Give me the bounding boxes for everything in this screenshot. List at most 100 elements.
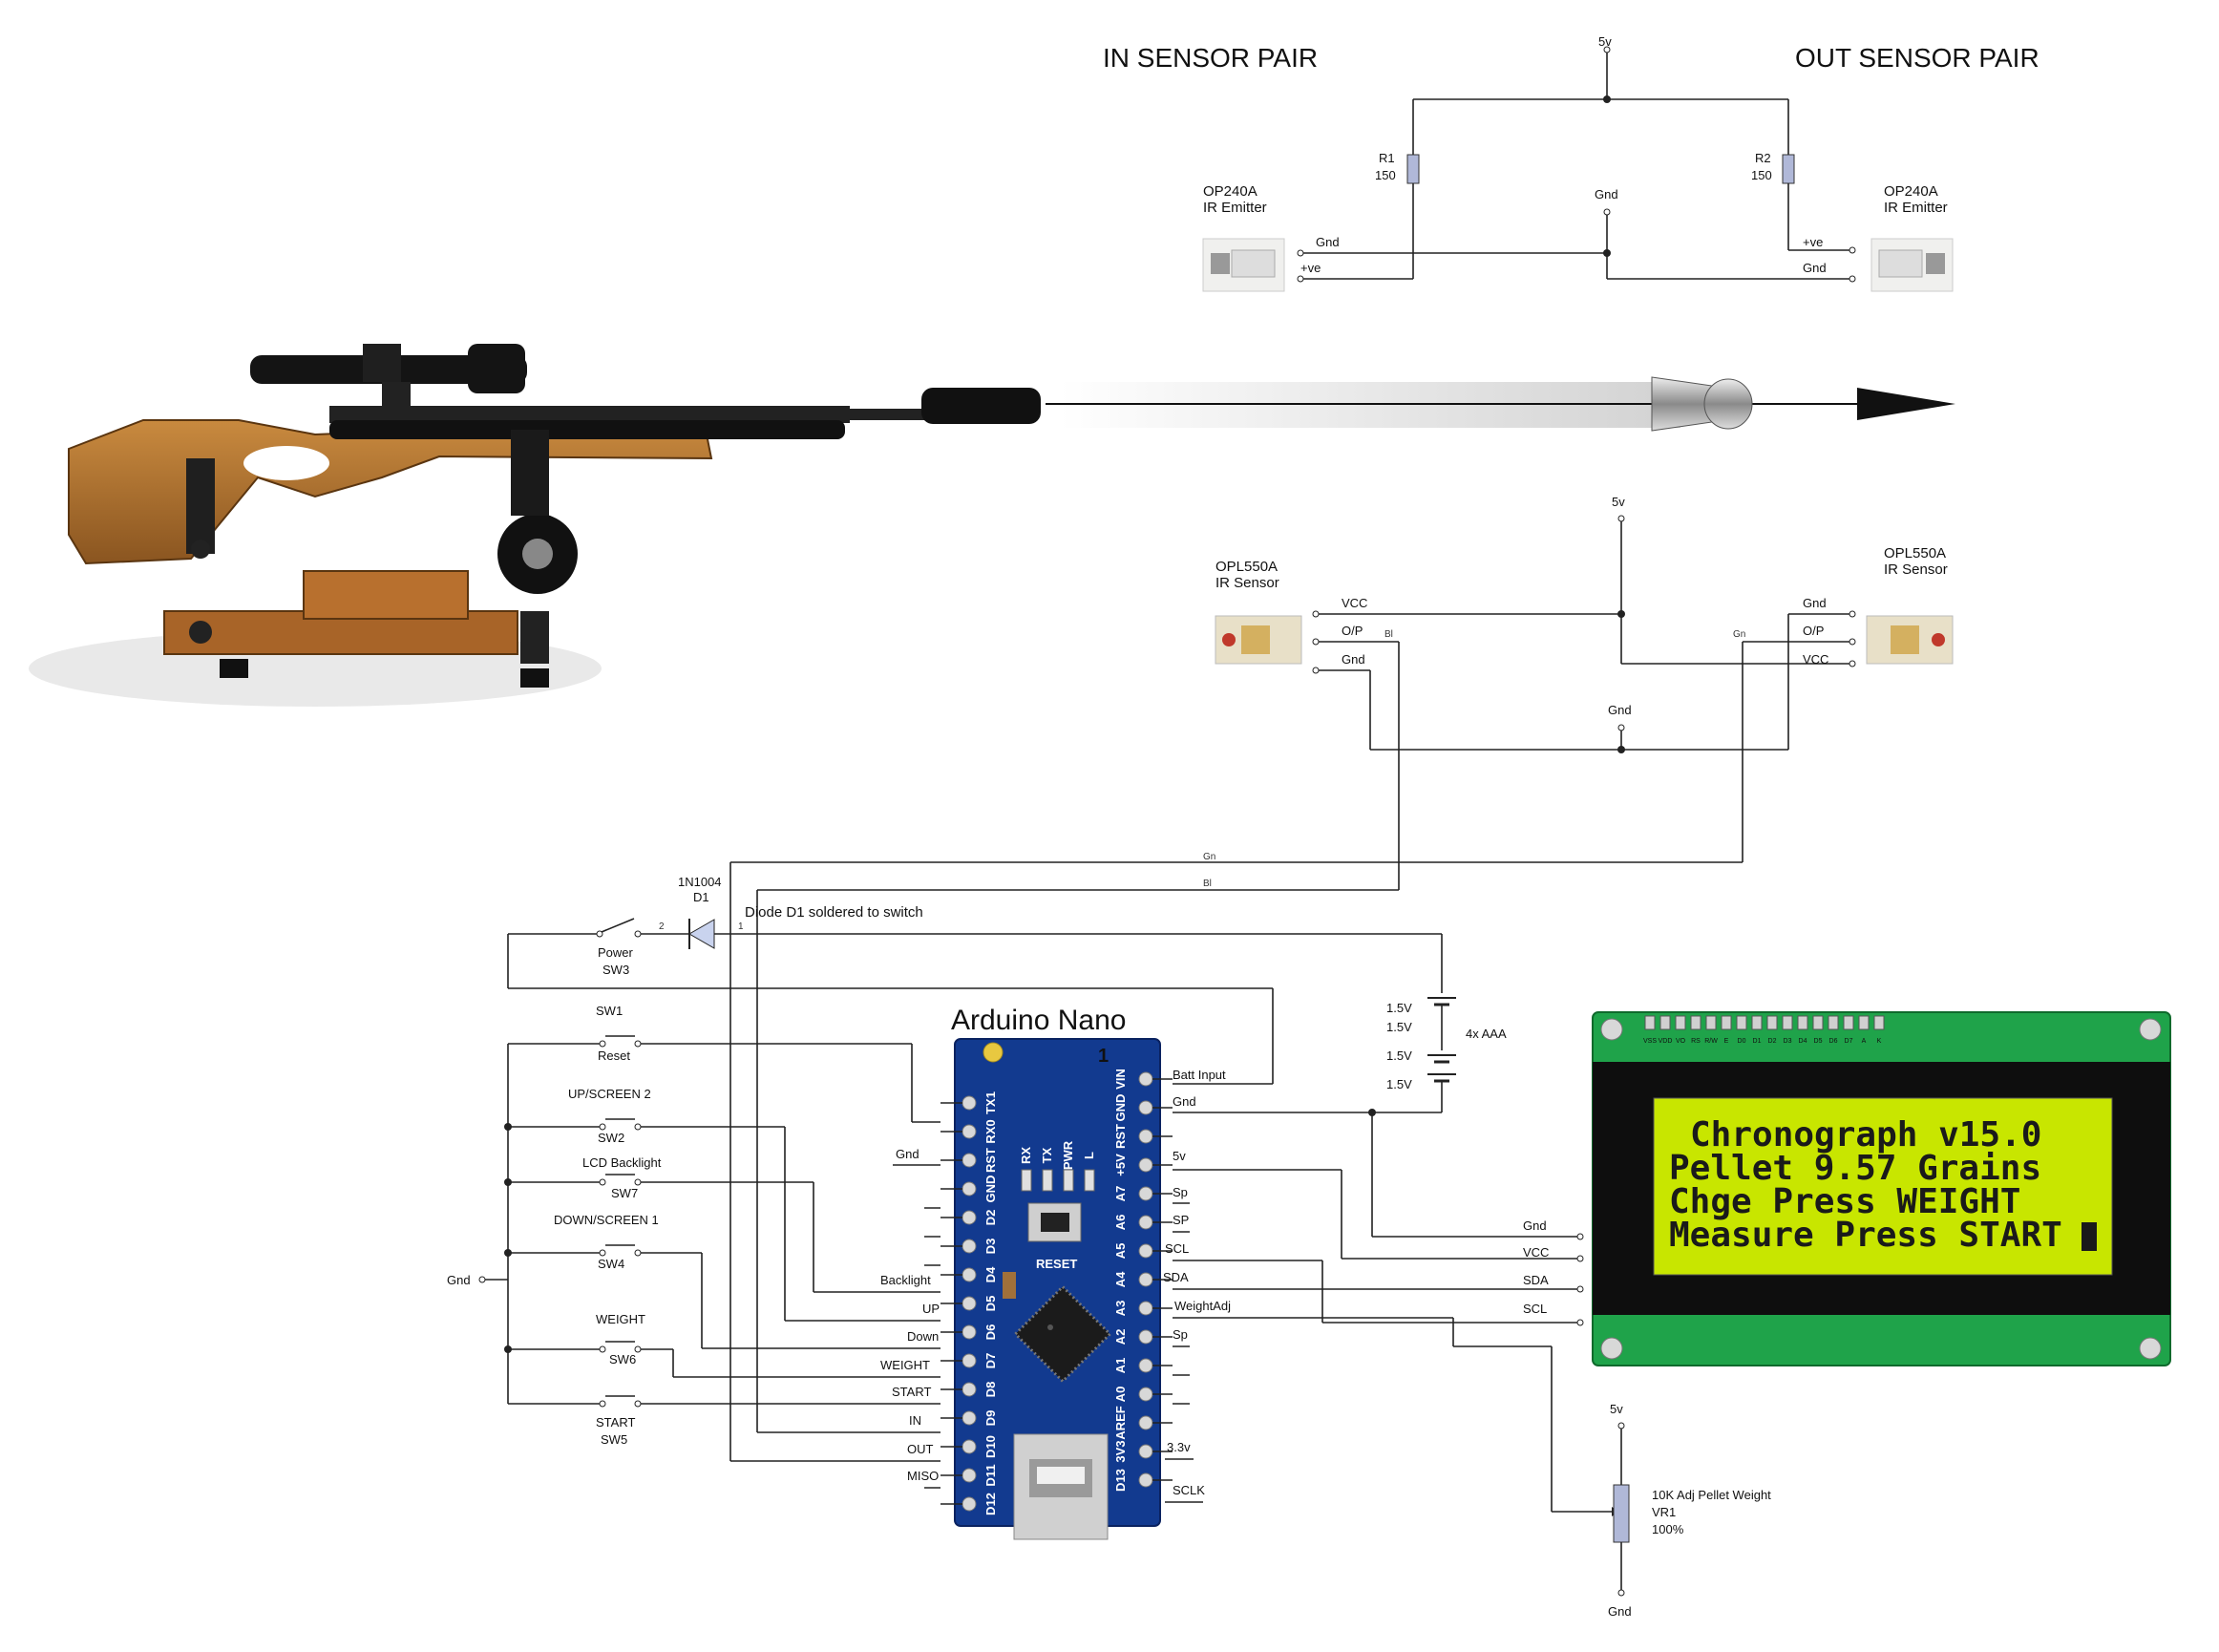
out-sensor-pair-heading: OUT SENSOR PAIR (1795, 43, 2039, 73)
nano-pin-label-a0: A0 (1113, 1387, 1128, 1403)
nano-pin-rst (1138, 1129, 1153, 1144)
switch-reset-sub: Reset (598, 1048, 630, 1063)
nano-left-signals: Gnd Backlight UP Down WEIGHT START IN OU… (880, 1147, 940, 1489)
lcd-header-label-a: A (1862, 1038, 1867, 1045)
nano-pin-label-d5: D5 (983, 1296, 998, 1312)
battery-cell-2: 1.5V (1386, 1020, 1412, 1034)
nano-pin-label-rst: RST (983, 1148, 998, 1173)
lcd-header-label-vss: VSS (1643, 1038, 1657, 1045)
nano-pin-label-gnd: GND (1113, 1094, 1128, 1122)
sensor-right-part: OPL550A (1884, 545, 1946, 561)
nano-sig-start: START (892, 1385, 931, 1399)
nano-led-rx (1021, 1169, 1032, 1192)
nano-pin-label-d13: D13 (1113, 1469, 1128, 1492)
switch-up-sub: SW2 (598, 1131, 624, 1145)
pot-5v-label: 5v (1610, 1402, 1623, 1416)
nano-sig-gnd-right: Gnd (1173, 1094, 1196, 1109)
nano-reset-label: RESET (1036, 1257, 1077, 1271)
lcd-header-label-k: K (1877, 1038, 1882, 1045)
nano-pin-label-gnd: GND (983, 1175, 998, 1203)
lcd-header-label-rw: R/W (1704, 1038, 1718, 1045)
emitter-left-part: OP240A (1203, 183, 1257, 200)
nano-pin-label-vin: VIN (1113, 1069, 1128, 1090)
lcd-header-label-d0: D0 (1738, 1038, 1746, 1045)
nano-pin-label-d4: D4 (983, 1266, 998, 1282)
sensor-right-desc: IR Sensor (1884, 561, 1948, 578)
signal-wires: Gn Bl (729, 852, 1743, 1462)
lcd-cursor (2082, 1222, 2097, 1251)
ir-sensor-left: OPL550A IR Sensor VCC O/P Gnd Bl (1215, 559, 1393, 674)
lcd-header-pin-vdd (1659, 1015, 1671, 1030)
lcd-header-pin-vo (1675, 1015, 1686, 1030)
switch-up-screen2: UP/SCREEN 2 SW2 (504, 1087, 940, 1322)
lcd-header-pin-d3 (1782, 1015, 1793, 1030)
pellet-trajectory (1046, 376, 1955, 432)
nano-sig-down: Down (907, 1329, 939, 1344)
nano-led-label-tx: TX (1040, 1147, 1054, 1163)
pot-desc: 10K Adj Pellet Weight (1652, 1488, 1771, 1502)
nano-pin-a1 (1138, 1358, 1153, 1373)
lcd-header-pin-d2 (1766, 1015, 1778, 1030)
nano-pin-label-a3: A3 (1113, 1301, 1128, 1317)
nano-pin-d13 (1138, 1472, 1153, 1488)
nano-sig-out: OUT (907, 1442, 934, 1456)
switch-start-sub: SW5 (601, 1432, 627, 1447)
nano-pin-d7 (962, 1353, 977, 1368)
pot-gnd-label: Gnd (1608, 1604, 1632, 1619)
diode-icon (687, 919, 715, 949)
wire-gn-label: Gn (1203, 852, 1215, 862)
emitter-right-desc: IR Emitter (1884, 200, 1948, 216)
nano-led-tx (1042, 1169, 1053, 1192)
resistor-r2 (1782, 154, 1795, 184)
nano-pin-a7 (1138, 1186, 1153, 1201)
nano-pin-label-d2: D2 (983, 1210, 998, 1226)
nano-pin-label-a6: A6 (1113, 1215, 1128, 1231)
potentiometer-icon (1613, 1484, 1630, 1543)
nano-sig-weightadj: WeightAdj (1174, 1299, 1231, 1313)
battery-cell-3: 1.5V (1386, 1048, 1412, 1063)
nano-pin-label-plus5v: +5V (1113, 1154, 1128, 1176)
r1-ref: R1 (1379, 151, 1395, 165)
nano-sig-scl: SCL (1165, 1241, 1189, 1256)
nano-pin-d11 (962, 1468, 977, 1483)
nano-pin-label-aref: AREF (1113, 1406, 1128, 1439)
sensor-gnd-label: Gnd (1608, 703, 1632, 717)
nano-pin-a6 (1138, 1215, 1153, 1230)
wire-bl-label: Bl (1203, 879, 1212, 889)
resistor-r1 (1406, 154, 1420, 184)
switch-weight-sub: SW6 (609, 1352, 636, 1366)
lcd-header-pin-a (1858, 1015, 1870, 1030)
switch-weight-name: WEIGHT (596, 1312, 645, 1326)
nano-sig-5v: 5v (1173, 1149, 1186, 1163)
nano-pin-d9 (962, 1410, 977, 1426)
nano-sig-batt-input: Batt Input (1173, 1068, 1226, 1082)
diode-ref: D1 (693, 890, 709, 904)
lcd-header-label-d6: D6 (1829, 1038, 1838, 1045)
emitter-left-pin2: +ve (1300, 261, 1321, 275)
nano-pin-vin (1138, 1071, 1153, 1087)
sensor-left-pin-gnd: Gnd (1342, 652, 1365, 667)
nano-pin-label-a1: A1 (1113, 1358, 1128, 1374)
emitter-5v-label: 5v (1598, 34, 1612, 49)
switch-bank: Gnd SW1 Reset UP/SCREEN 2 SW2 LCD Backli… (447, 1004, 940, 1447)
nano-pin-d12 (962, 1496, 977, 1512)
sensor-right-pin-gnd: Gnd (1803, 596, 1827, 610)
lcd-header-pin-rw (1705, 1015, 1717, 1030)
lcd-line-1: Chronograph v15.0 (1690, 1115, 2041, 1154)
r1-value: 150 (1375, 168, 1396, 182)
nano-pin-label-d8: D8 (983, 1382, 998, 1398)
nano-pin-label-d11: D11 (983, 1464, 998, 1486)
nano-pin-plus5v (1138, 1157, 1153, 1173)
lcd-header-pin-rs (1690, 1015, 1701, 1030)
lcd-line-2: Pellet 9.57 Grains (1669, 1149, 2041, 1188)
nano-pin-label-tx1: TX1 (983, 1091, 998, 1114)
pot-value: 100% (1652, 1522, 1684, 1536)
nano-sig-up: UP (922, 1302, 940, 1316)
power-switch-ref: SW3 (602, 963, 629, 977)
nano-pin-a2 (1138, 1329, 1153, 1345)
lcd-header-label-d2: D2 (1768, 1038, 1777, 1045)
